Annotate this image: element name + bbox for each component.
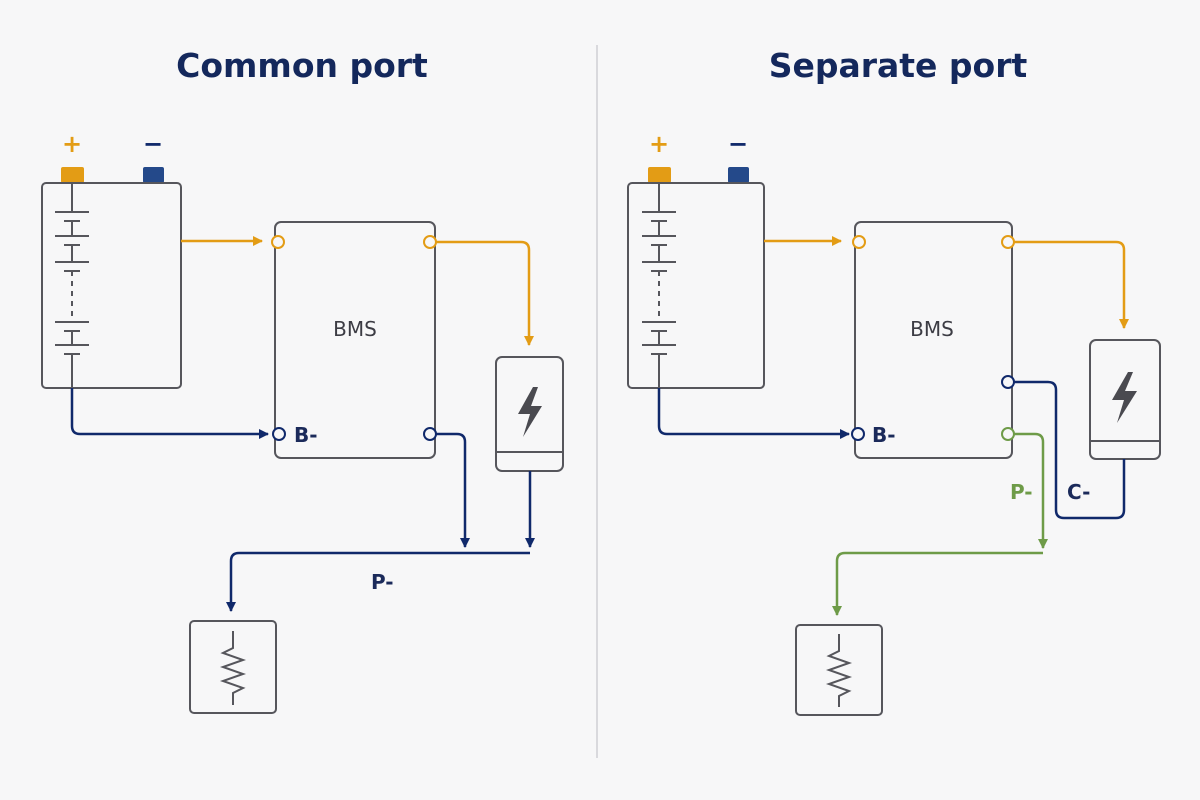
battery-cells [642,183,676,388]
c-minus-label: C- [1067,480,1090,504]
charger-lightning-icon [1089,339,1161,460]
bms-to-charger-wire [436,240,534,346]
resistor-load-icon [795,624,883,716]
bms-p-minus-wire [436,432,470,548]
p-minus-label: P- [1010,480,1033,504]
bms-box [854,221,1013,459]
battery-case [41,182,182,389]
bms-c-minus-terminal [1001,375,1015,389]
battery-positive-terminal [61,167,84,183]
load-feed-wire [832,551,1043,616]
battery-positive-terminal [648,167,671,183]
bms-to-charger-wire [1013,240,1129,329]
separate-port-title: Separate port [769,46,1028,85]
battery-negative-terminal [143,167,164,183]
common-bus-wire [226,551,530,612]
bms-p-minus-terminal [423,427,437,441]
bms-label: BMS [910,317,954,341]
charger-lightning-icon [495,356,564,472]
battery-plus-sign: + [62,130,82,158]
battery-negative-terminal [728,167,749,183]
bms-label: BMS [333,317,377,341]
bms-b-plus-terminal [852,235,866,249]
battery-negative-wire [657,388,850,439]
bms-b-minus-terminal [851,427,865,441]
bms-b-minus-terminal [272,427,286,441]
bms-b-plus-terminal [271,235,285,249]
common-port-panel: Common port + − BMS [41,46,564,714]
battery-minus-sign: − [728,130,748,158]
battery-plus-sign: + [649,130,669,158]
bms-p-minus-terminal [1001,427,1015,441]
battery-cells [55,183,89,388]
b-minus-label: B- [872,423,896,447]
separate-port-panel: Separate port + − BMS [627,46,1161,716]
battery-pack-icon: + − [41,130,182,389]
battery-negative-wire [70,388,269,439]
b-minus-label: B- [294,423,318,447]
battery-pack-icon: + − [627,130,765,389]
common-port-title: Common port [176,46,428,85]
p-minus-label: P- [371,570,394,594]
battery-minus-sign: − [143,130,163,158]
resistor-load-icon [189,620,277,714]
battery-case [627,182,765,389]
bms-p-plus-terminal [423,235,437,249]
c-minus-wire [1013,380,1126,520]
p-minus-wire [1013,432,1048,549]
bms-box [274,221,436,459]
bms-p-plus-terminal [1001,235,1015,249]
